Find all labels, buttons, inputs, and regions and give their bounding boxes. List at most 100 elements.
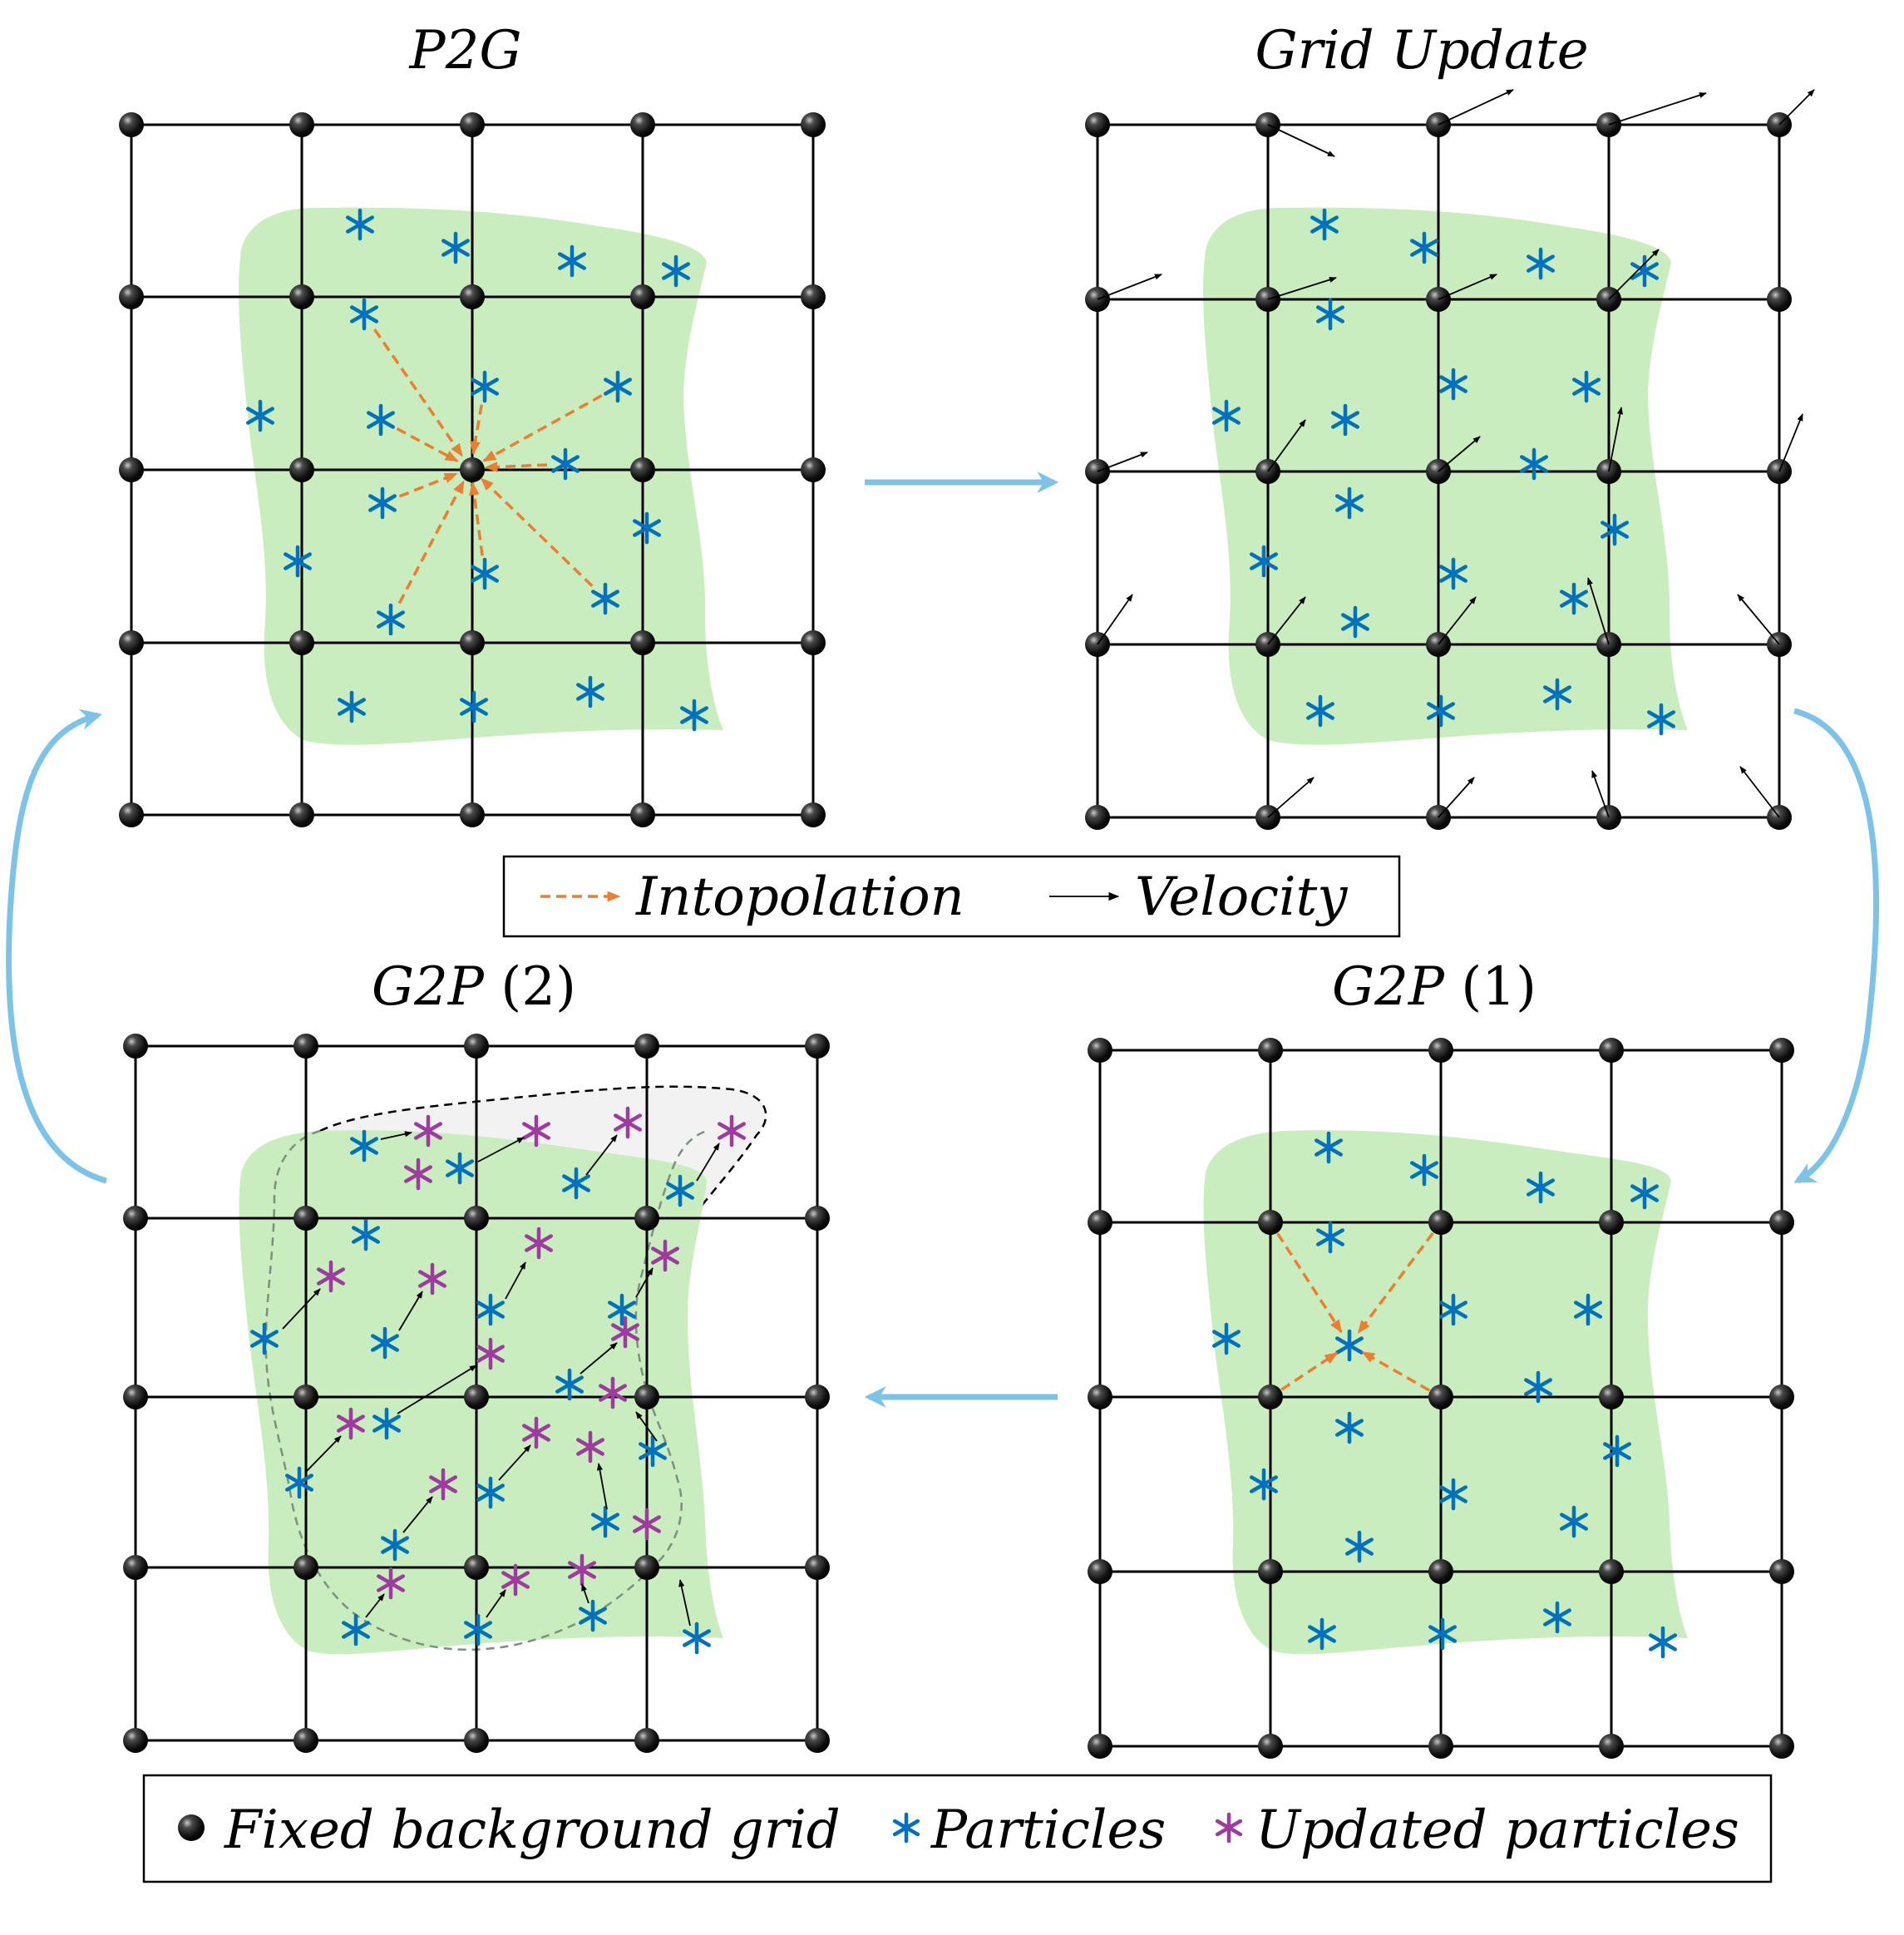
- interpolation-arrow: [484, 462, 548, 472]
- velocity-arrow: [1586, 577, 1610, 645]
- background-grid: [119, 112, 826, 827]
- displacement-arrow: [678, 1579, 691, 1626]
- grid-node-icon: [1088, 1559, 1112, 1584]
- velocity-arrows: [1097, 89, 1815, 818]
- updated-particle-icon: [614, 1106, 642, 1139]
- velocity-arrow: [1608, 249, 1660, 300]
- displacement-arrow: [585, 1134, 618, 1176]
- updated-particles: [317, 1106, 746, 1600]
- grid-node-icon: [289, 630, 314, 655]
- grid-node-icon: [630, 630, 655, 655]
- velocity-arrow: [1267, 777, 1315, 818]
- interpolation-arrow: [396, 427, 459, 463]
- grid-node-icon: [1599, 1385, 1624, 1409]
- particle-icon: [1520, 447, 1548, 481]
- grid-node-icon: [1599, 1559, 1624, 1584]
- particle-icon: [1428, 1617, 1457, 1651]
- grid-node-icon: [1428, 1038, 1453, 1063]
- grid-node-icon: [1258, 1210, 1283, 1235]
- updated-particle-icon: [377, 1567, 405, 1600]
- particle-icon: [381, 1528, 409, 1562]
- interpolation-arrow: [1276, 1232, 1343, 1334]
- particle-icon: [579, 1599, 607, 1632]
- interpolation-arrows: [1276, 1232, 1434, 1392]
- legend-frame: [502, 855, 1401, 938]
- velocity-arrow: [1267, 596, 1306, 645]
- particle-icon: [1439, 1293, 1467, 1326]
- panel-grid-update: Grid Update: [1085, 20, 1815, 830]
- particle-icon: [1630, 1177, 1659, 1210]
- updated-particle-icon: [525, 1227, 553, 1260]
- velocity-arrow: [1097, 274, 1162, 300]
- updated-particle-icon: [611, 1316, 639, 1349]
- particle-icon: [464, 1613, 492, 1646]
- particle-icon: [1331, 403, 1359, 437]
- grid-node-swatch: [178, 1814, 205, 1841]
- grid-node-icon: [1767, 287, 1792, 312]
- particle-icon: [1560, 582, 1588, 615]
- particle-icon: [476, 1476, 505, 1509]
- particles: [1212, 208, 1675, 736]
- grid-node-icon: [119, 112, 144, 137]
- panel-title-grid-update: Grid Update: [1255, 20, 1588, 81]
- panel-p2g: P2G: [119, 20, 826, 827]
- updated-particle-icon: [429, 1468, 457, 1501]
- grid-node-icon: [1258, 1734, 1283, 1759]
- particle-icon: [1603, 1434, 1631, 1468]
- velocity-arrow: [1608, 92, 1707, 126]
- grid-node-icon: [1088, 1038, 1112, 1063]
- updated-particle-icon: [599, 1376, 627, 1409]
- particle-icon: [350, 1129, 378, 1162]
- particle-icon: [1310, 208, 1339, 241]
- particle-icon: [1560, 1505, 1588, 1538]
- displacement-arrow: [282, 1288, 321, 1330]
- grid-node-icon: [464, 1385, 489, 1409]
- panel-g2p-1: G2P (1): [1088, 956, 1794, 1759]
- particle-icon: [558, 244, 586, 278]
- grid-node-icon: [805, 1034, 830, 1059]
- grid-node-icon: [1085, 805, 1110, 830]
- displacement-arrow: [635, 1267, 654, 1298]
- grid-node-icon: [634, 1034, 659, 1059]
- grid-node-icon: [630, 457, 655, 482]
- particle-icon: [371, 1326, 399, 1360]
- particle-icon: [471, 370, 499, 403]
- particle-icon: [576, 675, 604, 708]
- interpolation-arrow: [480, 477, 594, 587]
- particle-icon: [1410, 231, 1438, 264]
- particle-icon: [446, 1152, 474, 1185]
- grid-node-icon: [123, 1206, 148, 1231]
- particle-icon: [342, 1613, 370, 1646]
- particle-icon: [476, 1293, 505, 1326]
- panel-title-p2g: P2G: [409, 20, 522, 81]
- particle-icon: [1630, 254, 1659, 288]
- interpolation-arrow: [468, 481, 484, 556]
- particle-icon: [1439, 368, 1467, 401]
- particle-icon: [1543, 1601, 1571, 1634]
- grid-node-icon: [460, 284, 485, 309]
- grid-node-icon: [460, 802, 485, 827]
- grid-node-icon: [634, 1385, 659, 1409]
- displacement-arrow: [596, 1463, 608, 1510]
- velocity-arrow: [1438, 274, 1497, 300]
- particle-icon: [1308, 1617, 1336, 1651]
- velocity-arrow: [1267, 124, 1335, 157]
- updated-particle-icon: [476, 1337, 505, 1370]
- grid-node-icon: [634, 1555, 659, 1580]
- particle-icon: [892, 1812, 920, 1844]
- grid-node-icon: [289, 802, 314, 827]
- particle-icon: [246, 399, 274, 432]
- grid-node-icon: [1599, 1210, 1624, 1235]
- grid-node-icon: [805, 1555, 830, 1580]
- cycle-arrows: [6, 471, 1879, 1408]
- displacement-arrows: [282, 1131, 720, 1626]
- particle-icon: [284, 545, 312, 578]
- updated-particle-icon: [633, 1508, 661, 1541]
- particle-icon: [1649, 1626, 1677, 1659]
- velocity-arrow: [1097, 452, 1148, 472]
- particle-icon: [1212, 1322, 1241, 1355]
- particle-icon: [1212, 399, 1241, 432]
- grid-node-icon: [1258, 1038, 1283, 1063]
- particle-icon: [441, 231, 470, 264]
- grid-node-icon: [634, 1728, 659, 1753]
